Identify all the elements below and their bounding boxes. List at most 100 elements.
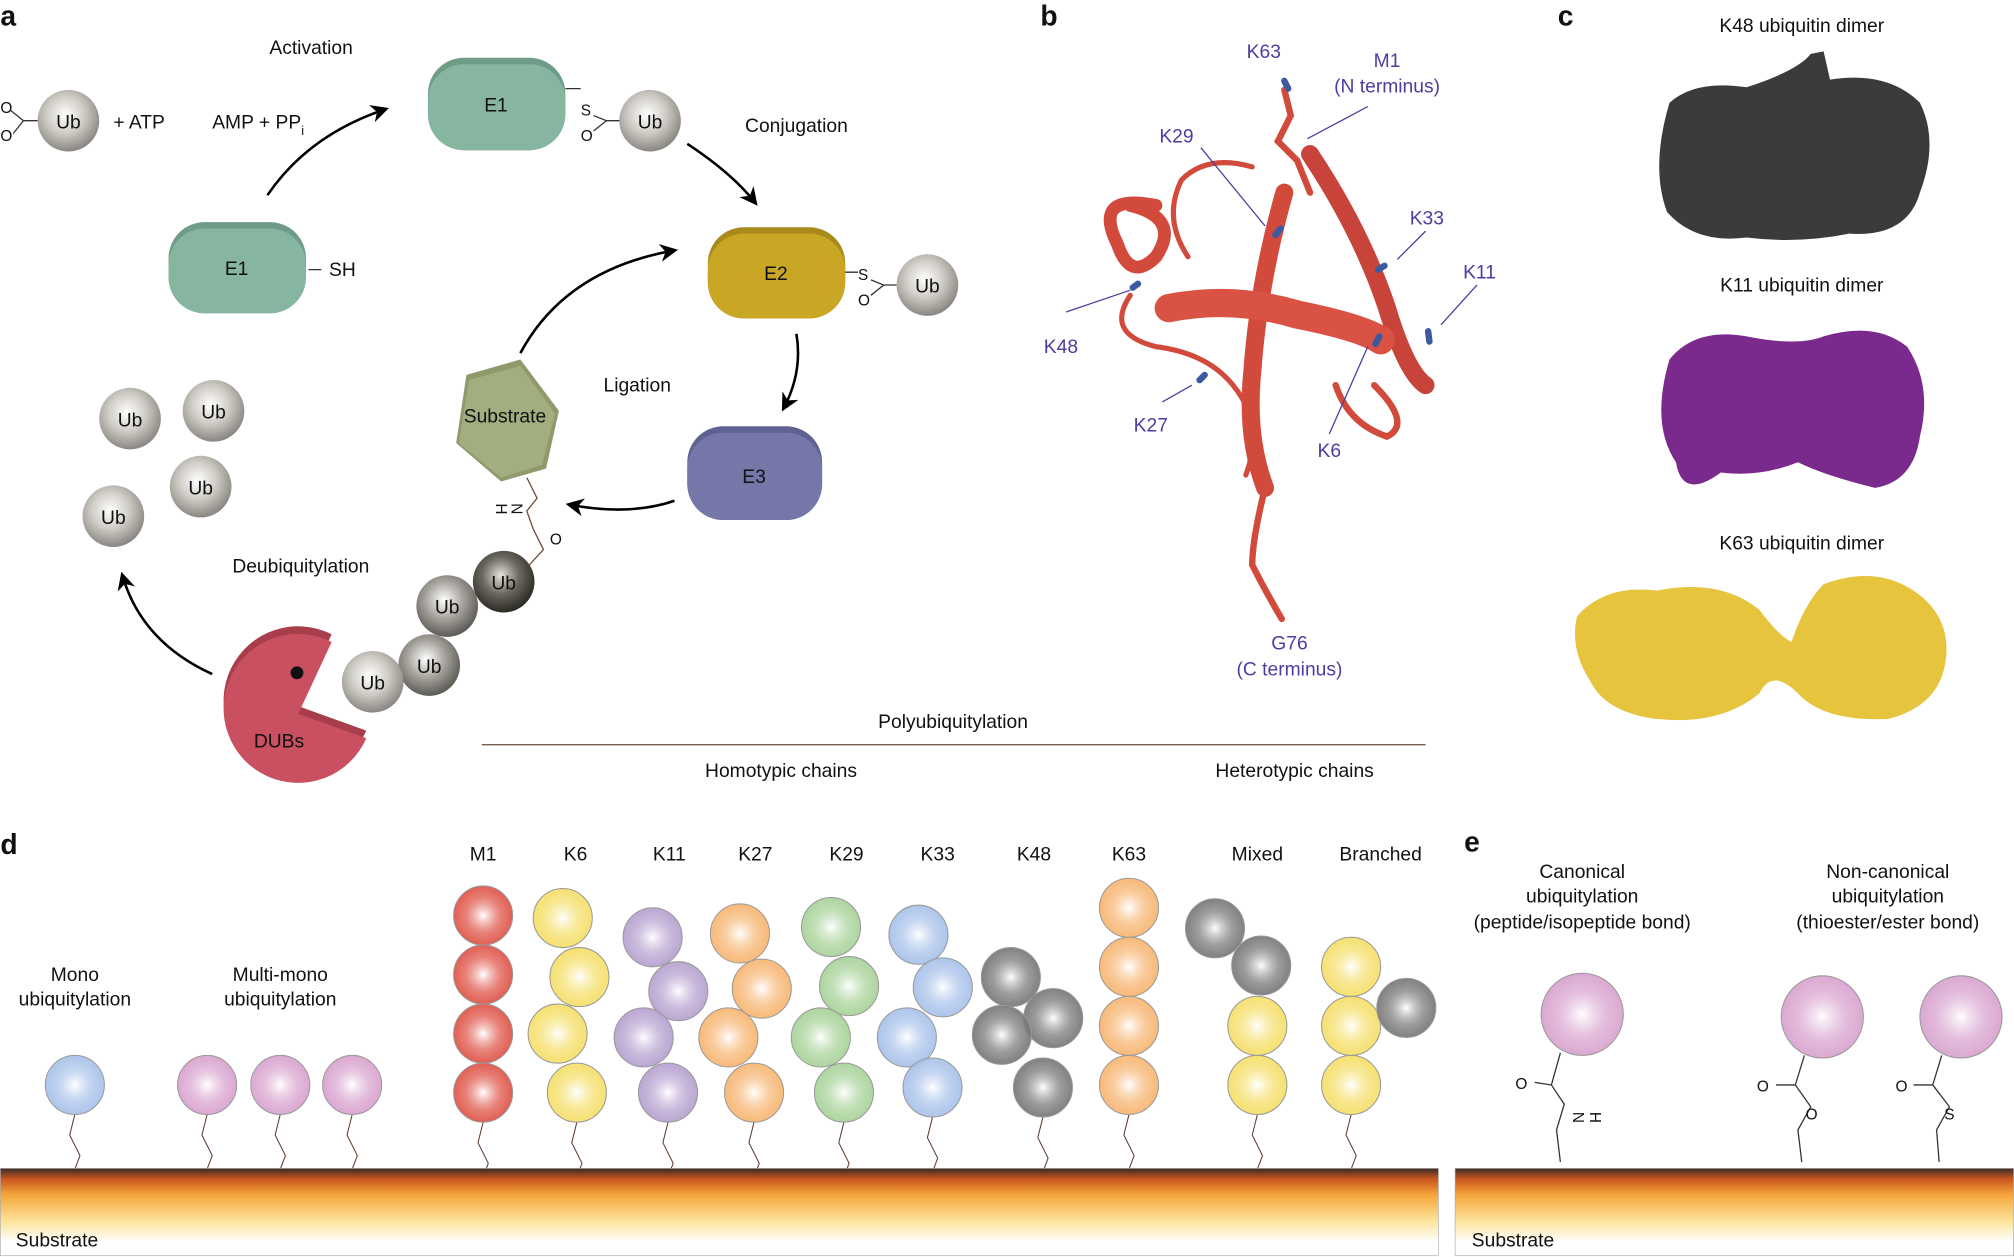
- substrate-hexagon: Substrate N H O: [456, 359, 562, 566]
- nitrogen-label: N: [1569, 1112, 1586, 1123]
- panel-label-e: e: [1464, 825, 1480, 857]
- k48-dimer-surface: [1659, 51, 1930, 241]
- ub-sphere: [619, 89, 681, 152]
- ubiquitin-sphere: [1098, 1054, 1160, 1115]
- ub-sphere: [341, 650, 404, 713]
- panel-label-d: d: [0, 828, 17, 860]
- ubiquitin-sphere: [453, 885, 514, 946]
- ubiquitin-sphere: [1098, 936, 1160, 997]
- ubiquitin-sphere: [1919, 975, 2003, 1059]
- ubiquitin-sphere: [819, 956, 880, 1017]
- e1-label: E1: [484, 96, 508, 117]
- ubiquitin-sphere: [532, 887, 593, 949]
- bond-type-examples: O N H O O O S: [1515, 972, 2003, 1163]
- residue-label: K6: [1318, 441, 1342, 462]
- panel-label-a: a: [0, 0, 16, 32]
- ubiquitin-sphere: [453, 944, 514, 1005]
- oxygen-label: O: [0, 128, 12, 145]
- e2-thioester-complex: E2 S O Ub: [707, 227, 959, 319]
- residue-leader-lines: [1065, 106, 1478, 435]
- chain-type-label: K33: [921, 844, 955, 865]
- oxygen-label: O: [0, 100, 12, 117]
- ubiquitin-sphere: [1012, 1057, 1073, 1118]
- ubiquitin-ribbon-structure: [1103, 86, 1435, 623]
- chain-type-label: K11: [653, 844, 686, 865]
- atp-label: + ATP: [113, 112, 165, 133]
- e2-label: E2: [764, 264, 788, 285]
- residue-label: (C terminus): [1237, 659, 1343, 680]
- oxygen-label: O: [858, 293, 870, 310]
- multi-mono-label: ubiquitylation: [224, 989, 336, 1010]
- ubiquitin-sphere: [613, 1007, 674, 1068]
- ubiquitin-sphere: [902, 1057, 963, 1118]
- ubiquitin-sphere: [971, 1004, 1032, 1065]
- chain-type-label: K29: [829, 844, 863, 865]
- ubiquitin-sphere: [698, 1007, 759, 1068]
- ubiquitin-sphere: [453, 1003, 514, 1064]
- panel-label-b: b: [1040, 0, 1057, 32]
- k63-dimer-surface: [1574, 575, 1947, 721]
- ubiquitin-sphere: [546, 1062, 607, 1123]
- ubiquitin-sphere: [322, 1054, 383, 1115]
- oxygen-label: O: [1515, 1076, 1527, 1093]
- e3-label: E3: [742, 467, 766, 488]
- polyubiquitylation-label: Polyubiquitylation: [878, 712, 1028, 733]
- ubiquitin-sphere: [1098, 877, 1160, 938]
- k11-dimer-label: K11 ubiquitin dimer: [1720, 275, 1884, 296]
- ub-label: Ub: [118, 410, 143, 431]
- oxygen-label: O: [1806, 1107, 1818, 1124]
- residue-label: (N terminus): [1334, 76, 1440, 97]
- ub-sphere: [99, 387, 161, 450]
- chain-type-label: Branched: [1339, 844, 1421, 865]
- ub-label: Ub: [915, 277, 940, 298]
- e1-label: E1: [225, 259, 249, 280]
- substrate-label: Substrate: [464, 406, 546, 427]
- ubiquitin-sphere: [1321, 936, 1382, 997]
- panel-label-c: c: [1558, 0, 1574, 32]
- sh-label: SH: [329, 260, 356, 281]
- ligation-label: Ligation: [603, 376, 670, 397]
- ub-sphere: [398, 634, 461, 696]
- nitrogen-label: N: [507, 503, 524, 514]
- conjugation-label: Conjugation: [745, 116, 848, 137]
- ubiquitin-sphere: [888, 904, 949, 965]
- noncanonical-label: ubiquitylation: [1832, 887, 1944, 908]
- ubiquitin-sphere: [731, 958, 792, 1019]
- sulfur-label: S: [581, 103, 591, 120]
- oxygen-label: O: [550, 531, 562, 548]
- ub-label: Ub: [638, 112, 663, 133]
- substrate-label: Substrate: [1472, 1231, 1554, 1252]
- ubiquitin-sphere: [912, 957, 973, 1018]
- residue-label: M1: [1374, 51, 1401, 72]
- ubiquitin-sphere: [1227, 1054, 1288, 1115]
- homotypic-label: Homotypic chains: [705, 761, 857, 782]
- e1-free-enzyme: E1 SH: [168, 222, 356, 314]
- ubiquitin-sphere: [1023, 988, 1084, 1049]
- canonical-label: ubiquitylation: [1526, 887, 1638, 908]
- deubiquitylation-label: Deubiquitylation: [232, 557, 369, 578]
- canonical-label: (peptide/isopeptide bond): [1474, 912, 1691, 933]
- ubiquitin-sphere: [813, 1062, 874, 1123]
- ubiquitin-sphere: [1231, 935, 1292, 996]
- residue-label: K11: [1463, 263, 1496, 284]
- ubiquitin-sphere: [44, 1054, 105, 1115]
- ubiquitin-sphere: [709, 903, 770, 964]
- free-ub-carboxyl: O O Ub: [0, 89, 100, 152]
- ub-label: Ub: [360, 673, 385, 694]
- oxygen-label: O: [1757, 1078, 1769, 1095]
- residue-label: K29: [1159, 127, 1193, 148]
- heterotypic-label: Heterotypic chains: [1215, 761, 1373, 782]
- chain-type-label: Mixed: [1232, 844, 1283, 865]
- ubiquitin-sphere: [1540, 972, 1624, 1056]
- ubiquitin-sphere: [549, 947, 610, 1008]
- ubiquitin-sphere: [1321, 1054, 1382, 1115]
- sulfur-label: S: [858, 267, 868, 284]
- ubiquitin-sphere: [622, 907, 683, 968]
- residue-label: K48: [1044, 337, 1078, 358]
- ub-label: Ub: [435, 598, 460, 619]
- amp-ppi-label: AMP + PPi: [212, 112, 304, 137]
- ubiquitin-sphere: [790, 1007, 851, 1068]
- chain-type-label: K48: [1017, 844, 1051, 865]
